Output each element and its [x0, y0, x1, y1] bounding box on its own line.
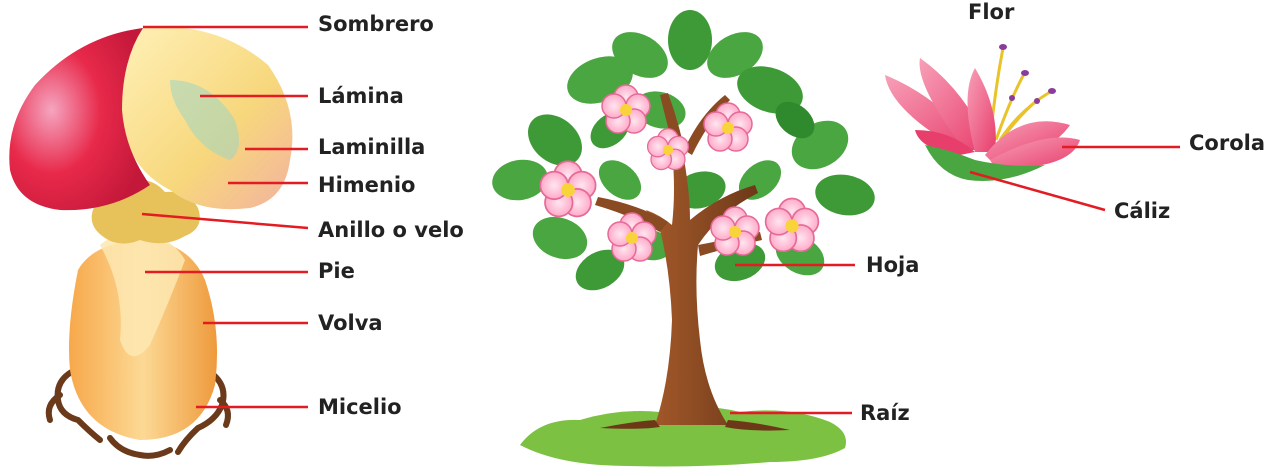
label-lamina: Lámina: [318, 84, 404, 108]
label-himenio: Himenio: [318, 173, 416, 197]
blossom: [539, 160, 597, 218]
tree-leaves: [492, 10, 875, 291]
blossom: [703, 102, 753, 152]
blossom: [764, 197, 820, 253]
cap-shape: [9, 28, 151, 211]
label-hoja: Hoja: [866, 253, 920, 277]
label-corola: Corola: [1189, 131, 1265, 155]
tree-leader-lines: [730, 263, 855, 415]
blossom: [710, 206, 760, 256]
tree-illustration: [492, 10, 875, 467]
grass-shape: [520, 407, 846, 467]
mycelium-roots: [45, 367, 231, 459]
blossom: [646, 128, 690, 171]
label-laminilla: Laminilla: [318, 135, 426, 159]
flower-illustration: [885, 44, 1080, 181]
tree-roots: [600, 420, 790, 431]
mushroom-leader-lines: [141, 25, 309, 409]
label-volva: Volva: [318, 311, 383, 335]
leader-caliz: [969, 170, 1106, 212]
leader-anillo: [141, 212, 309, 230]
tree-trunk: [646, 148, 758, 425]
mushroom-illustration: [9, 26, 293, 459]
stem-inner: [100, 232, 185, 357]
tree-blossoms: [539, 84, 820, 262]
stamen-tips: [999, 44, 1056, 104]
flower-title: Flor: [968, 0, 1015, 24]
flower-leader-lines: [969, 145, 1180, 212]
label-caliz: Cáliz: [1114, 199, 1171, 223]
label-micelio: Micelio: [318, 395, 402, 419]
label-anillo: Anillo o velo: [318, 218, 464, 242]
label-sombrero: Sombrero: [318, 12, 434, 36]
blossom: [607, 212, 657, 262]
flower-calyx: [925, 145, 1045, 181]
gill-shade: [170, 80, 239, 160]
label-raiz: Raíz: [860, 401, 910, 425]
blossom: [601, 84, 651, 134]
label-pie: Pie: [318, 259, 355, 283]
flower-petals: [885, 58, 1080, 169]
